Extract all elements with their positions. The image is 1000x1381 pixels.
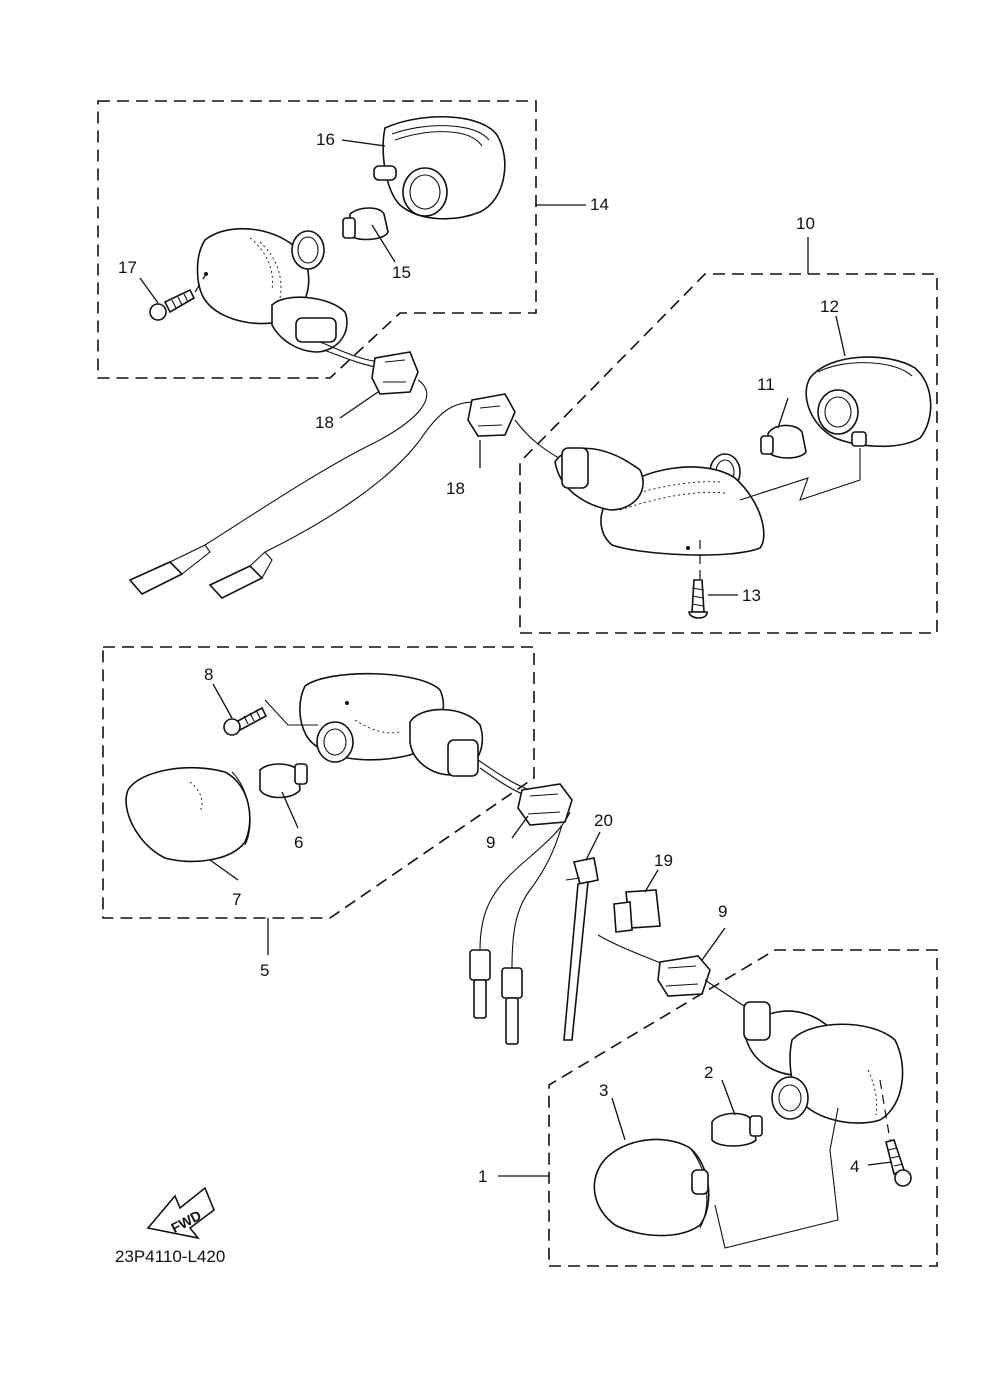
callout-15: 15: [392, 263, 411, 282]
part-13-screw: [688, 579, 708, 619]
callout-4: 4: [850, 1157, 859, 1176]
assembly-1-box: [548, 949, 938, 1267]
callout-6: 6: [294, 833, 303, 852]
assembly-14-box: [97, 100, 537, 379]
part-3-lens: [593, 1138, 710, 1237]
part-7-lens: [125, 766, 251, 863]
callout-9-lower: 9: [718, 902, 727, 921]
assembly-5-housing: [299, 672, 484, 777]
callout-8: 8: [204, 665, 213, 684]
assembly-14-group: 16 14 15 17: [97, 100, 609, 379]
part-19-clamp: [613, 889, 661, 933]
part-17-screw: [149, 288, 196, 321]
assembly-14-housing: [196, 227, 348, 353]
callout-13: 13: [742, 586, 761, 605]
assembly-10-box: [519, 273, 938, 634]
part-20-cable-tie: [563, 857, 599, 1041]
callout-19: 19: [654, 851, 673, 870]
callout-7: 7: [232, 890, 241, 909]
terminal-center-2: [501, 967, 523, 1045]
callout-18-left: 18: [315, 413, 334, 432]
part-11-bulb: [760, 424, 807, 459]
callout-5: 5: [260, 961, 269, 980]
part-12-lens: [805, 356, 932, 448]
callout-17: 17: [118, 258, 137, 277]
terminal-left-1: [128, 544, 211, 595]
callout-10: 10: [796, 214, 815, 233]
part-15-bulb: [342, 207, 389, 241]
wiring-18-group: 18 18: [128, 341, 563, 599]
assembly-5-box: [102, 646, 535, 919]
wiring-9-group: 9 20 19 9: [469, 759, 751, 1045]
fwd-arrow-icon: FWD: [146, 1186, 215, 1240]
part-18-connector-right: [467, 393, 516, 437]
assembly-1-housing: [743, 1001, 904, 1124]
callout-18-right: 18: [446, 479, 465, 498]
callout-1: 1: [478, 1167, 487, 1186]
callout-11: 11: [757, 375, 775, 394]
part-6-bulb: [259, 763, 308, 799]
assembly-5-group: 5 8 6: [102, 646, 535, 980]
callout-2: 2: [704, 1063, 713, 1082]
part-9-connector-lower: [657, 955, 711, 997]
part-18-connector-left: [371, 351, 419, 395]
callout-3: 3: [599, 1081, 608, 1100]
part-2-bulb: [711, 1112, 763, 1147]
part-4-screw: [885, 1139, 912, 1187]
diagram-code: 23P4110-L420: [115, 1247, 225, 1266]
assembly-1-group: 1 2 3: [478, 949, 938, 1267]
callout-12: 12: [820, 297, 839, 316]
callout-9-upper: 9: [486, 833, 495, 852]
part-16-lens: [373, 116, 506, 220]
assembly-10-group: 10: [519, 214, 938, 634]
terminal-left-2: [208, 551, 273, 599]
terminal-center-1: [469, 949, 491, 1019]
assembly-10-housing: [554, 447, 765, 556]
callout-16: 16: [316, 130, 335, 149]
callout-20: 20: [594, 811, 613, 830]
callout-14: 14: [590, 195, 609, 214]
part-8-screw: [223, 706, 268, 736]
